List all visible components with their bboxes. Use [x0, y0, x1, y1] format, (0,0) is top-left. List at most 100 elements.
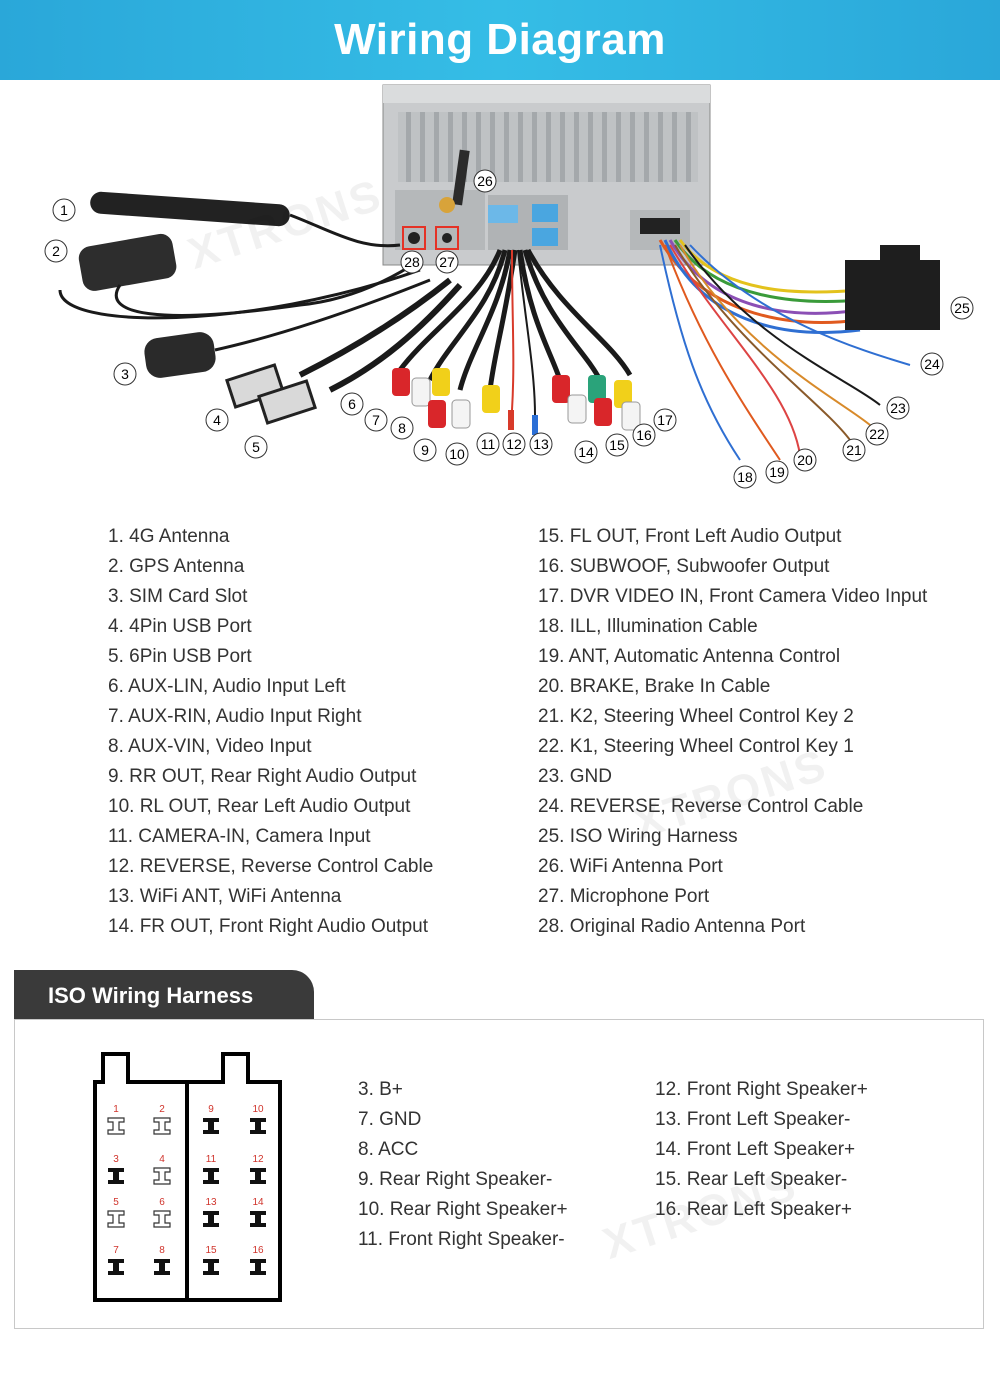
iso-pin-3: 3	[108, 1154, 124, 1184]
iso-pin-item: 8. ACC	[358, 1139, 419, 1160]
iso-pin-item: 7. GND	[358, 1109, 422, 1130]
svg-text:14: 14	[252, 1197, 264, 1208]
legend-item: 20. BRAKE, Brake In Cable	[538, 676, 771, 697]
svg-text:27: 27	[439, 254, 455, 270]
callout-20: 20	[793, 448, 817, 472]
iso-pin-2: 2	[153, 1104, 171, 1135]
callout-7: 7	[364, 408, 388, 432]
iso-pin-list-right: 12. Front Right Speaker+ 13. Front Left …	[655, 1075, 868, 1225]
legend-item: 1. 4G Antenna	[108, 526, 230, 547]
antenna-and-usb-accessories	[58, 191, 463, 425]
callout-26: 26	[473, 169, 497, 193]
iso-pin-7: 7	[108, 1245, 124, 1275]
svg-text:6: 6	[159, 1197, 165, 1208]
svg-text:22: 22	[869, 426, 885, 442]
iso-pin-14: 14	[250, 1197, 266, 1227]
legend-item: 5. 6Pin USB Port	[108, 646, 252, 667]
callout-3: 3	[113, 362, 137, 386]
svg-text:10: 10	[449, 446, 465, 462]
svg-text:7: 7	[113, 1245, 119, 1256]
legend-item: 3. SIM Card Slot	[108, 586, 248, 607]
iso-pin-item: 16. Rear Left Speaker+	[655, 1199, 852, 1220]
svg-text:3: 3	[113, 1154, 119, 1165]
callout-4: 4	[205, 408, 229, 432]
svg-text:5: 5	[113, 1197, 119, 1208]
svg-text:28: 28	[404, 254, 420, 270]
callout-17: 17	[653, 408, 677, 432]
svg-text:4: 4	[213, 412, 221, 428]
callout-15: 15	[605, 433, 629, 457]
page-title: Wiring Diagram	[334, 15, 666, 64]
svg-text:16: 16	[252, 1245, 264, 1256]
svg-text:1: 1	[60, 202, 68, 218]
legend-item: 17. DVR VIDEO IN, Front Camera Video Inp…	[538, 586, 928, 607]
svg-text:19: 19	[769, 464, 785, 480]
legend-item: 26. WiFi Antenna Port	[538, 856, 723, 877]
iso-pin-item: 13. Front Left Speaker-	[655, 1109, 851, 1130]
legend-item: 15. FL OUT, Front Left Audio Output	[538, 526, 842, 547]
svg-text:23: 23	[890, 400, 906, 416]
callout-21: 21	[842, 438, 866, 462]
legend-item: 8. AUX-VIN, Video Input	[108, 736, 312, 757]
iso-pin-9: 9	[203, 1104, 219, 1134]
iso-pin-10: 10	[250, 1104, 266, 1134]
svg-text:12: 12	[252, 1154, 264, 1165]
callout-13: 13	[529, 432, 553, 456]
callout-16: 16	[632, 423, 656, 447]
antenna-ports	[402, 149, 470, 250]
head-unit	[382, 84, 711, 266]
svg-text:8: 8	[398, 420, 406, 436]
legend-item: 14. FR OUT, Front Right Audio Output	[108, 916, 428, 937]
svg-text:9: 9	[421, 442, 429, 458]
svg-text:7: 7	[372, 412, 380, 428]
iso-pin-item: 14. Front Left Speaker+	[655, 1139, 856, 1160]
svg-text:13: 13	[205, 1197, 217, 1208]
legend-item: 13. WiFi ANT, WiFi Antenna	[108, 886, 342, 907]
svg-text:20: 20	[797, 452, 813, 468]
legend-item: 12. REVERSE, Reverse Control Cable	[108, 856, 434, 877]
svg-text:12: 12	[506, 436, 522, 452]
callout-8: 8	[390, 416, 414, 440]
iso-pins: 1 2 3 4 5 6 7 8 9 10 11 12 13 14 15 16	[107, 1104, 266, 1275]
iso-pin-item: 15. Rear Left Speaker-	[655, 1169, 848, 1190]
iso-pin-item: 12. Front Right Speaker+	[655, 1079, 868, 1100]
svg-text:21: 21	[846, 442, 862, 458]
svg-text:26: 26	[477, 173, 493, 189]
legend-item: 19. ANT, Automatic Antenna Control	[538, 646, 841, 667]
legend-item: 21. K2, Steering Wheel Control Key 2	[538, 706, 854, 727]
callout-10: 10	[445, 442, 469, 466]
legend-item: 6. AUX-LIN, Audio Input Left	[108, 676, 346, 697]
iso-pin-13: 13	[203, 1197, 219, 1227]
svg-text:24: 24	[924, 356, 940, 372]
legend-item: 16. SUBWOOF, Subwoofer Output	[538, 556, 830, 577]
legend-item: 2. GPS Antenna	[108, 556, 245, 577]
callout-1: 1	[52, 198, 76, 222]
svg-text:4: 4	[159, 1154, 165, 1165]
iso-pin-12: 12	[250, 1154, 266, 1184]
iso-pin-item: 9. Rear Right Speaker-	[358, 1169, 553, 1190]
svg-text:14: 14	[578, 444, 594, 460]
legend-right: 15. FL OUT, Front Left Audio Output 16. …	[538, 522, 927, 942]
svg-text:3: 3	[121, 366, 129, 382]
svg-text:18: 18	[737, 469, 753, 485]
iso-pin-item: 11. Front Right Speaker-	[358, 1229, 565, 1250]
wiring-illustration: 1 2 3 4 5 6 7 8 9 10 11 12 13 14 15 16 1…	[44, 84, 974, 489]
svg-text:6: 6	[348, 396, 356, 412]
callout-2: 2	[44, 239, 68, 263]
svg-text:25: 25	[954, 300, 970, 316]
iso-pin-16: 16	[250, 1245, 266, 1275]
iso-section-tab: ISO Wiring Harness	[14, 970, 314, 1020]
callout-28: 28	[400, 250, 424, 274]
legend-item: 23. GND	[538, 766, 612, 787]
legend-item: 27. Microphone Port	[538, 886, 710, 907]
title-banner: Wiring Diagram	[0, 0, 1000, 80]
iso-pin-item: 3. B+	[358, 1079, 403, 1100]
svg-text:8: 8	[159, 1245, 165, 1256]
svg-text:15: 15	[205, 1245, 217, 1256]
legend-item: 24. REVERSE, Reverse Control Cable	[538, 796, 864, 817]
legend-item: 22. K1, Steering Wheel Control Key 1	[538, 736, 854, 757]
legend-item: 28. Original Radio Antenna Port	[538, 916, 806, 937]
iso-pin-11: 11	[203, 1154, 219, 1184]
legend-item: 4. 4Pin USB Port	[108, 616, 252, 637]
iso-pin-4: 4	[153, 1154, 171, 1185]
